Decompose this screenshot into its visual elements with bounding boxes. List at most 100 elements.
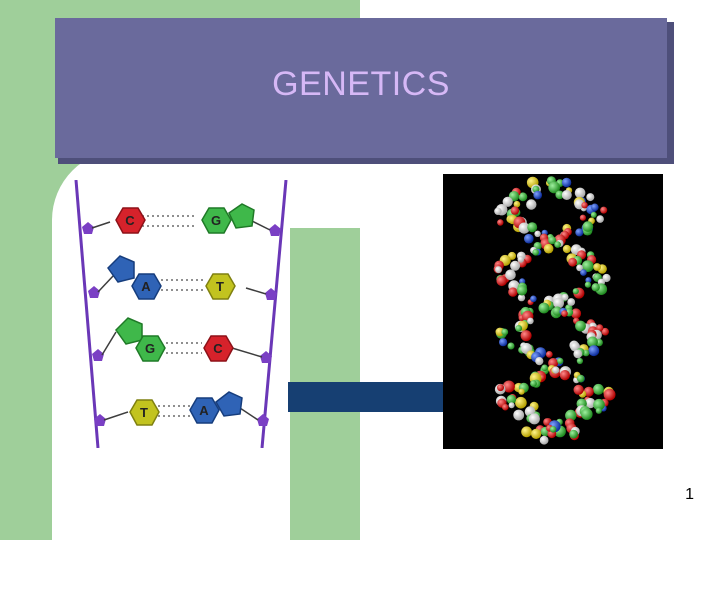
phosphate-node — [92, 349, 104, 361]
atom-sphere — [538, 302, 550, 314]
atom-sphere — [585, 277, 592, 284]
atom-sphere — [591, 283, 600, 292]
atom-sphere — [596, 215, 604, 223]
phosphate-node — [269, 224, 281, 236]
atom-sphere — [549, 426, 557, 433]
atom-sphere — [524, 233, 534, 244]
atom-sphere — [581, 260, 594, 272]
atom-sphere — [501, 328, 509, 336]
base-label: C — [213, 341, 223, 356]
atom-sphere — [497, 219, 504, 226]
base-label: C — [125, 213, 135, 228]
phosphate-node — [257, 414, 269, 426]
atom-sphere — [506, 394, 517, 405]
atom-sphere — [561, 310, 568, 317]
guanine-ring — [115, 317, 143, 345]
atom-sphere — [499, 338, 508, 347]
adenine-base — [189, 397, 220, 424]
atom-sphere — [548, 236, 557, 245]
guanine-base — [135, 335, 166, 362]
atom-sphere — [561, 293, 569, 301]
phosphate-node — [260, 351, 272, 363]
atom-sphere — [518, 192, 528, 202]
atom-sphere — [593, 263, 601, 271]
atom-sphere — [553, 297, 564, 309]
thymine-base — [129, 399, 160, 426]
atom-sphere — [548, 181, 561, 194]
left-backbone — [74, 179, 100, 449]
atom-sphere — [574, 187, 586, 199]
atom-sphere — [517, 256, 525, 263]
atom-sphere — [600, 206, 608, 214]
atom-sphere — [576, 357, 583, 365]
atom-sphere — [520, 330, 532, 342]
atom-sphere — [593, 398, 605, 411]
atom-sphere — [579, 214, 586, 221]
atom-sphere — [515, 396, 527, 409]
guanine-ring — [228, 203, 255, 229]
atom-sphere — [568, 257, 577, 267]
cytosine-base — [203, 335, 234, 362]
atom-sphere — [601, 327, 609, 336]
base-label: A — [141, 279, 151, 294]
atom-sphere — [561, 190, 572, 200]
atom-sphere — [545, 351, 553, 358]
atom-sphere — [573, 349, 583, 359]
atom-sphere — [528, 413, 540, 425]
atom-sphere — [580, 269, 587, 276]
atom-sphere — [516, 285, 528, 296]
atom-sphere — [496, 275, 508, 287]
atom-sphere — [527, 222, 538, 233]
atom-sphere — [502, 403, 509, 411]
atom-sphere — [531, 428, 542, 439]
adenine-ring — [215, 391, 243, 417]
atom-sphere — [535, 357, 544, 366]
atom-sphere — [593, 383, 604, 395]
atom-sphere — [583, 386, 594, 397]
base-label: G — [211, 213, 221, 228]
atom-sphere — [582, 349, 590, 357]
atom-sphere — [513, 200, 521, 208]
atom-sphere — [552, 366, 560, 374]
atom-sphere — [517, 293, 526, 302]
atom-sphere — [508, 287, 518, 297]
atom-sphere — [586, 193, 595, 202]
atom-sphere — [587, 336, 598, 348]
adenine-ring — [107, 255, 135, 283]
title-box: GENETICS — [55, 18, 667, 158]
dna-diagram-svg: C G A T G C T A — [74, 179, 288, 449]
atom-sphere — [555, 190, 564, 200]
atom-sphere — [533, 190, 542, 200]
base-pair-3: G C — [115, 317, 234, 362]
atom-sphere — [495, 327, 505, 337]
atom-sphere — [557, 357, 564, 365]
atom-sphere — [532, 249, 539, 256]
atom-sphere — [530, 295, 537, 303]
atom-sphere — [502, 196, 513, 207]
right-backbone — [260, 179, 288, 449]
atom-sphere — [526, 199, 537, 210]
base-label: T — [140, 405, 148, 420]
cytosine-base — [115, 207, 146, 234]
atom-sphere — [505, 269, 516, 281]
base-label: A — [199, 403, 209, 418]
atom-sphere — [513, 409, 525, 421]
atom-sphere — [584, 281, 591, 288]
dna-molecule-svg — [493, 176, 616, 445]
atom-sphere — [565, 409, 577, 422]
atom-sphere — [508, 402, 515, 409]
atom-sphere — [569, 429, 578, 439]
atom-sphere — [590, 211, 597, 218]
atom-sphere — [497, 384, 504, 392]
atom-sphere — [567, 298, 576, 306]
adenine-base — [131, 273, 162, 300]
atom-sphere — [603, 388, 616, 401]
phosphate-node — [94, 414, 106, 426]
atom-sphere — [495, 266, 502, 274]
atom-sphere — [562, 244, 571, 254]
atom-sphere — [576, 264, 583, 272]
phosphate-node — [88, 286, 100, 298]
atom-sphere — [521, 426, 532, 438]
atom-sphere — [581, 408, 593, 420]
atom-sphere — [602, 273, 611, 283]
